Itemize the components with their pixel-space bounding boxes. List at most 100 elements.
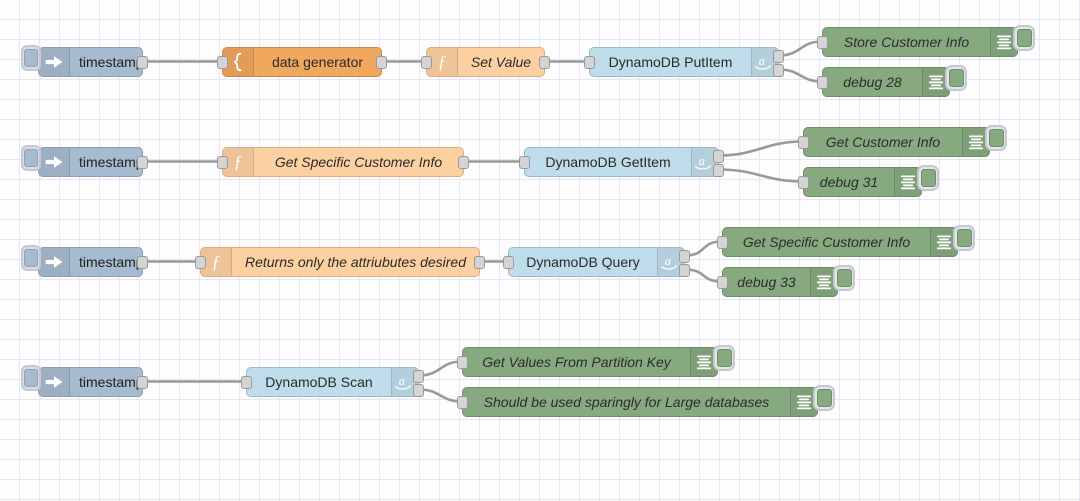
debug-toggle-button[interactable] [945,65,967,91]
svg-text:a: a [665,254,671,268]
node-input-port[interactable] [217,156,228,169]
function-f-icon: ƒ [223,148,254,176]
node-label: debug 33 [737,274,796,290]
node-input-port[interactable] [421,56,432,69]
inject-trigger-button[interactable] [21,245,41,271]
node-debug-n5[interactable]: Store Customer Info [817,25,1035,57]
wire[interactable] [777,40,824,57]
inject-trigger-button[interactable] [21,145,41,171]
node-output-port[interactable] [137,56,148,69]
svg-text:ƒ: ƒ [212,252,221,272]
node-input-port[interactable] [717,236,728,249]
node-output-port[interactable] [376,56,387,69]
node-output-port[interactable] [539,56,550,69]
wire[interactable] [417,360,464,377]
node-input-port[interactable] [817,36,828,49]
debug-lines-icon [930,228,957,256]
node-input-port[interactable] [241,376,252,389]
debug-enabled-indicator [920,169,936,187]
debug-toggle-button[interactable] [713,345,735,371]
node-aws-n4[interactable]: DynamoDB PutItem a [584,47,784,77]
node-label: timestamp [79,54,144,70]
debug-enabled-indicator [948,69,964,87]
node-inject-s1[interactable]: timestamp [21,365,148,397]
inject-arrow-icon [39,368,70,396]
node-output-port[interactable] [137,376,148,389]
node-debug-m5[interactable]: debug 31 [798,165,939,197]
node-input-port[interactable] [817,76,828,89]
node-input-port[interactable] [457,396,468,409]
node-function-m2[interactable]: ƒ Get Specific Customer Info [217,147,469,177]
node-input-port[interactable] [195,256,206,269]
node-input-port[interactable] [503,256,514,269]
node-label: Get Specific Customer Info [274,154,443,170]
node-input-port[interactable] [798,136,809,149]
wire[interactable] [777,68,824,83]
node-label: Get Specific Customer Info [742,234,911,250]
node-output-port[interactable] [474,256,485,269]
node-input-port[interactable] [584,56,595,69]
debug-toggle-button[interactable] [813,385,835,411]
inject-trigger-indicator [24,149,38,167]
inject-trigger-indicator [24,369,38,387]
debug-lines-icon [894,168,921,196]
node-debug-m4[interactable]: Get Customer Info [798,125,1007,157]
debug-lines-icon [962,128,989,156]
node-output-port-1[interactable] [413,370,424,383]
node-debug-s4[interactable]: Should be used sparingly for Large datab… [457,385,835,417]
function-f-icon: ƒ [201,248,232,276]
node-input-port[interactable] [217,56,228,69]
svg-text:ƒ: ƒ [234,152,243,172]
debug-toggle-button[interactable] [833,265,855,291]
node-output-port-2[interactable] [679,264,690,277]
inject-trigger-button[interactable] [21,45,41,71]
node-label: timestamp [79,374,144,390]
debug-lines-icon [690,348,717,376]
node-debug-n6[interactable]: debug 28 [817,65,967,97]
inject-trigger-button[interactable] [21,365,41,391]
wire[interactable] [717,168,805,183]
debug-enabled-indicator [836,269,852,287]
debug-lines-icon [922,68,949,96]
node-input-port[interactable] [717,276,728,289]
node-label: DynamoDB PutItem [608,54,733,70]
node-input-port[interactable] [519,156,530,169]
node-label: Returns only the attriubutes desired [244,254,466,270]
debug-toggle-button[interactable] [917,165,939,191]
node-inject-n1[interactable]: timestamp [21,45,148,77]
node-debug-q4[interactable]: Get Specific Customer Info [717,225,975,257]
node-label: timestamp [79,254,144,270]
debug-toggle-button[interactable] [1013,25,1035,51]
node-output-port-2[interactable] [713,164,724,177]
inject-arrow-icon [39,48,70,76]
node-output-port-2[interactable] [413,384,424,397]
wire[interactable] [717,140,805,157]
debug-toggle-button[interactable] [985,125,1007,151]
debug-lines-icon [990,28,1017,56]
node-inject-q1[interactable]: timestamp [21,245,148,277]
debug-toggle-button[interactable] [953,225,975,251]
svg-text:a: a [759,54,765,68]
node-output-port[interactable] [137,156,148,169]
node-output-port-1[interactable] [773,50,784,63]
node-function-q2[interactable]: ƒ Returns only the attriubutes desired [195,247,485,277]
node-input-port[interactable] [798,176,809,189]
node-input-port[interactable] [457,356,468,369]
node-label: DynamoDB GetItem [545,154,671,170]
wire[interactable] [417,388,464,403]
node-output-port-2[interactable] [773,64,784,77]
node-output-port-1[interactable] [679,250,690,263]
node-debug-q5[interactable]: debug 33 [717,265,855,297]
node-output-port[interactable] [137,256,148,269]
node-output-port[interactable] [458,156,469,169]
node-output-port-1[interactable] [713,150,724,163]
debug-enabled-indicator [956,229,972,247]
node-template-n2[interactable]: data generator [217,47,387,77]
node-debug-s3[interactable]: Get Values From Partition Key [457,345,735,377]
node-inject-m1[interactable]: timestamp [21,145,148,177]
